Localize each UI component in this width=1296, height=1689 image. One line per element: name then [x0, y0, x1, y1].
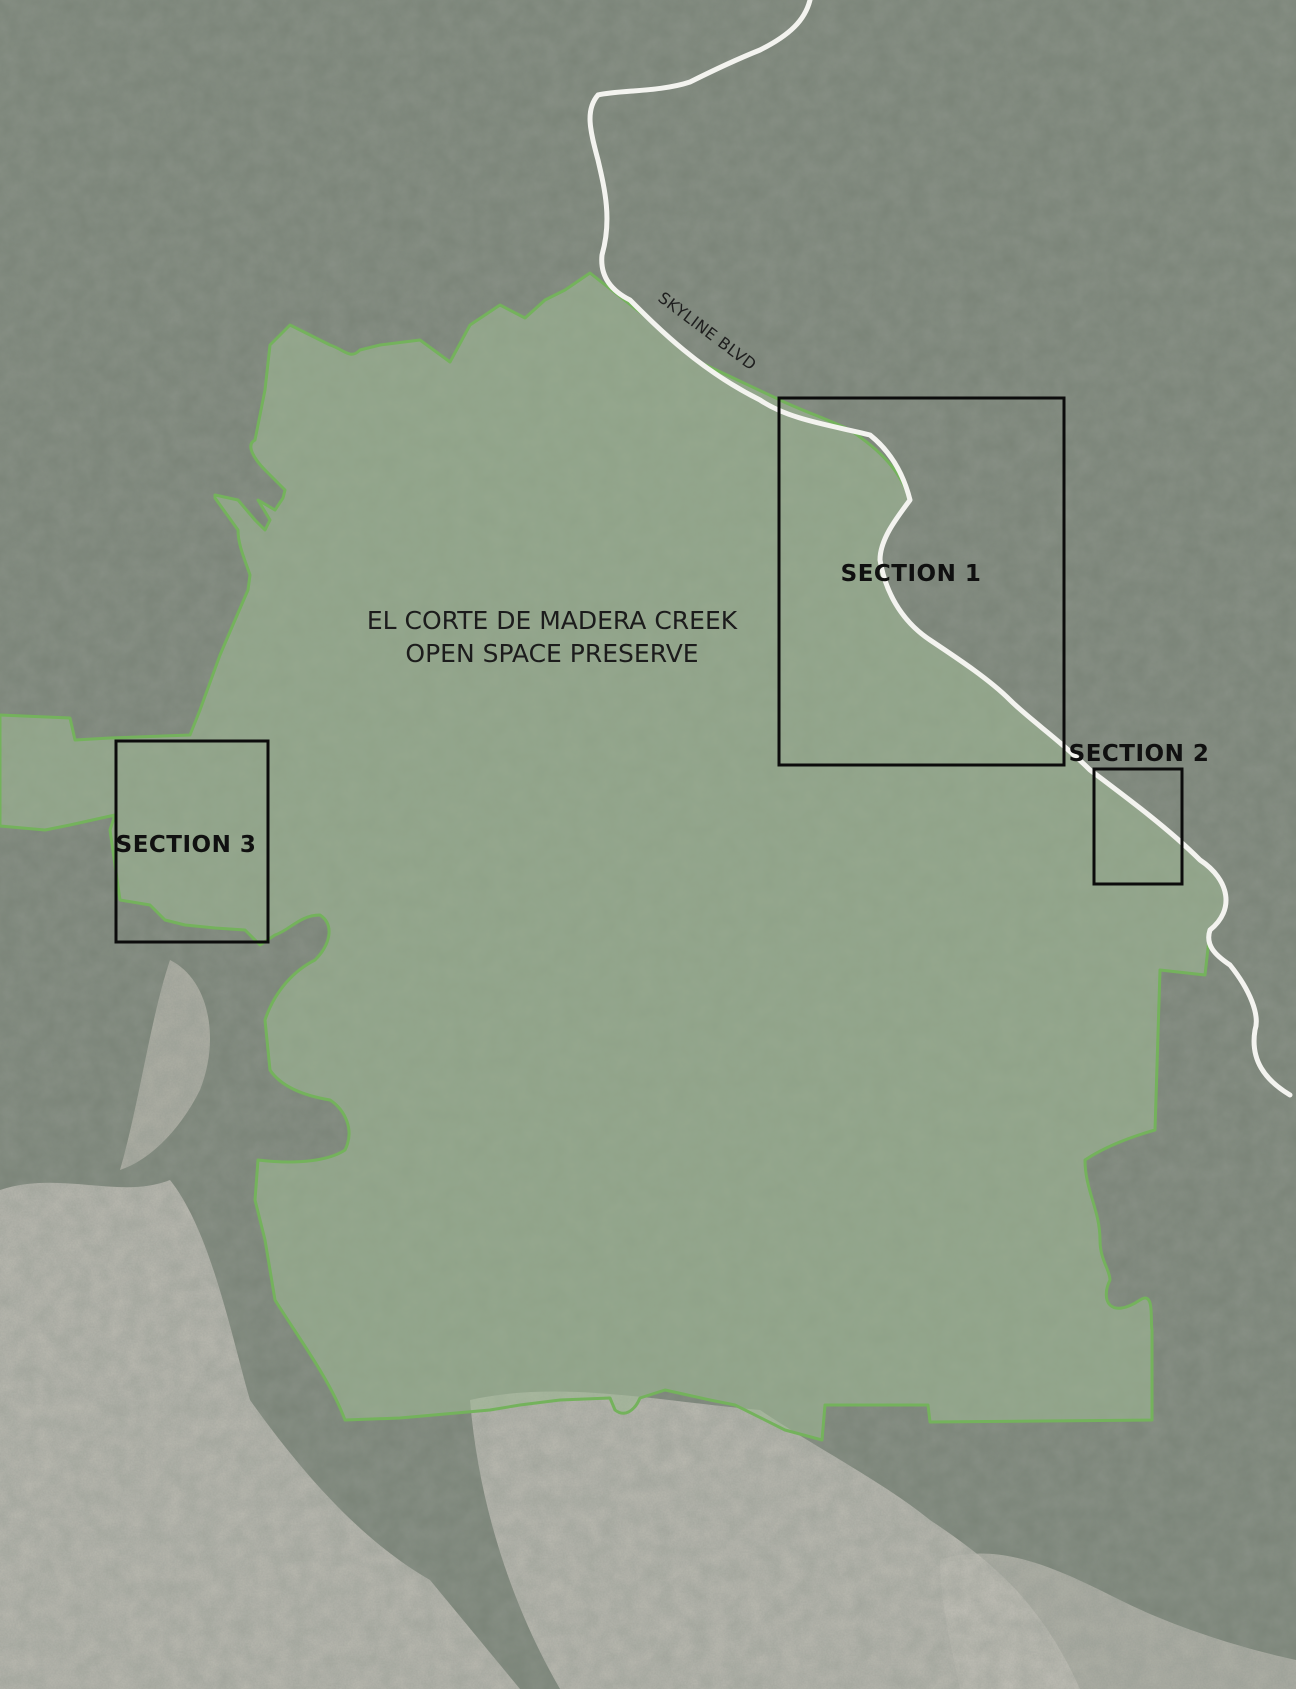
section-3-box[interactable]: [114, 739, 270, 944]
preserve-name-line-1: EL CORTE DE MADERA CREEK: [367, 606, 738, 635]
skyline-blvd-road: [587, 0, 1293, 1098]
section-1-box[interactable]: [777, 396, 1066, 767]
section-3-label: SECTION 3: [116, 832, 257, 858]
section-2-box[interactable]: [1092, 767, 1184, 886]
section-2-label: SECTION 2: [1069, 741, 1210, 767]
preserve-name-line-2: OPEN SPACE PRESERVE: [405, 639, 698, 668]
section-1-label: SECTION 1: [841, 561, 982, 587]
